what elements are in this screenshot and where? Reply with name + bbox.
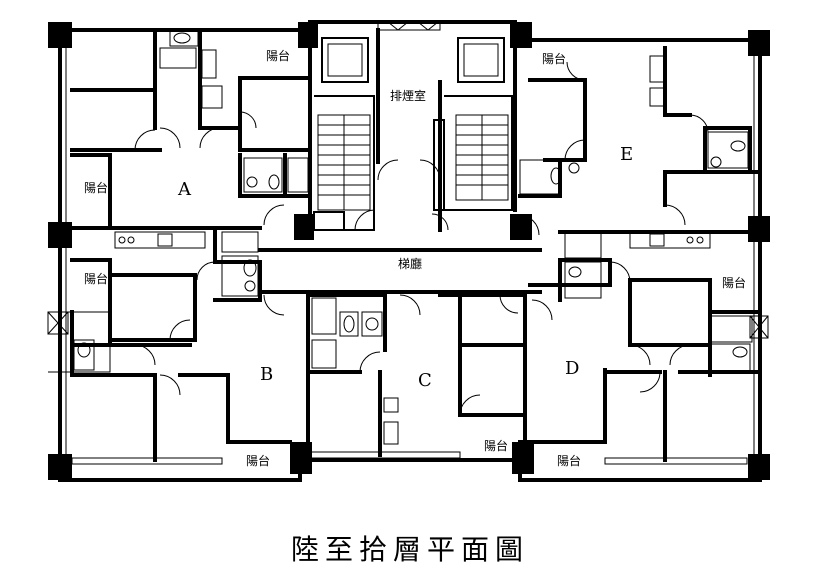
- structural-columns: [48, 22, 770, 480]
- stair-west: [313, 114, 371, 231]
- plan-title: 陸至拾層平面圖: [290, 533, 529, 566]
- top-windows: [71, 21, 748, 465]
- balcony-label: 陽台: [484, 438, 508, 453]
- unit-e-label: E: [620, 144, 633, 165]
- unit-d-label: D: [565, 358, 579, 379]
- balcony-label: 陽台: [84, 180, 108, 195]
- elevator-shafts: [321, 37, 505, 83]
- door-swings: [134, 61, 709, 416]
- balcony-label: 陽台: [542, 51, 566, 66]
- room-labels: 陽台 陽台 陽台 陽台 陽台 陽台 陽台 陽台 排煙室 梯廳: [84, 48, 746, 468]
- interior-walls: [48, 28, 762, 462]
- elevator-hall-label: 梯廳: [398, 256, 422, 271]
- unit-a-label: A: [177, 179, 192, 200]
- balcony-label: 陽台: [246, 453, 270, 468]
- fixtures: [47, 29, 769, 445]
- unit-b-label: B: [260, 364, 273, 385]
- smoke-room-label: 排煙室: [390, 88, 426, 103]
- balcony-label: 陽台: [84, 271, 108, 286]
- unit-c-label: C: [418, 370, 432, 391]
- stair-east: [433, 114, 509, 211]
- balcony-label: 陽台: [722, 275, 746, 290]
- balcony-label: 陽台: [557, 453, 581, 468]
- unit-labels: A B C D E: [177, 144, 633, 391]
- balcony-label: 陽台: [266, 48, 290, 63]
